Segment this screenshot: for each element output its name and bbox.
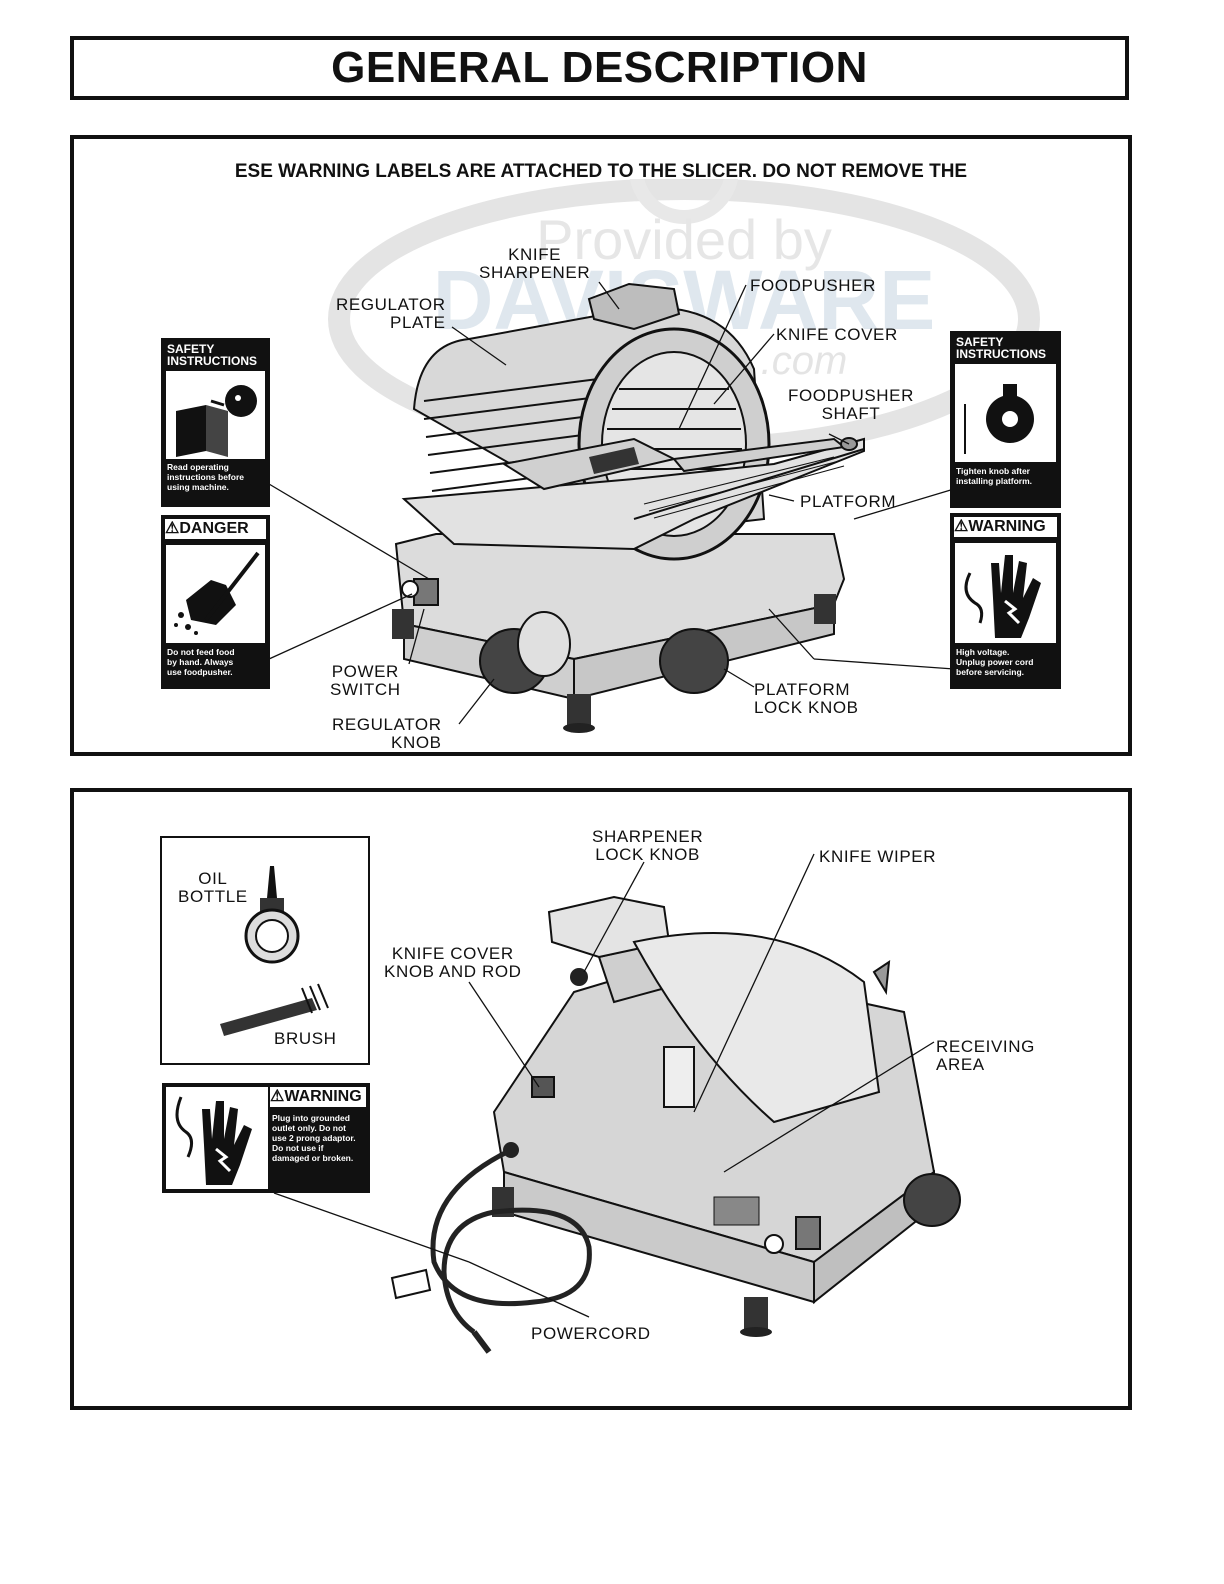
watermark-line3: .com — [761, 339, 848, 383]
title-box: GENERAL DESCRIPTION — [70, 36, 1129, 100]
book-reading-icon — [166, 371, 265, 459]
danger-heading-text: DANGER — [179, 520, 249, 537]
warning-plug-heading-text: WARNING — [284, 1088, 362, 1105]
label-power-switch: POWER SWITCH — [330, 662, 401, 699]
slicer-rear-illustration — [273, 853, 961, 1354]
sign-heading: ⚠WARNING — [270, 1087, 366, 1107]
label-regulator-plate: REGULATOR PLATE — [336, 295, 446, 332]
sign-warning-plug: ⚠WARNING Plug into grounded outlet only.… — [162, 1083, 370, 1193]
sign-heading: ⚠WARNING — [954, 517, 1057, 537]
sign-text: Tighten knob after installing platform. — [956, 466, 1033, 486]
high-voltage-hand-icon — [166, 1087, 268, 1189]
sign-safety-instructions-right: SAFETY INSTRUCTIONS Tighten knob after i… — [950, 331, 1061, 508]
warning-heading-text: WARNING — [968, 518, 1046, 535]
warning-banner: ESE WARNING LABELS ARE ATTACHED TO THE S… — [234, 161, 968, 182]
label-knife-cover-knob-and-rod: KNIFE COVER KNOB AND ROD — [384, 944, 522, 981]
accessories-box: OIL BOTTLE BRUSH — [160, 836, 370, 1065]
watermark-line1: Provided by — [536, 208, 832, 271]
label-powercord: POWERCORD — [531, 1324, 651, 1343]
label-regulator-knob: REGULATOR KNOB — [332, 715, 442, 752]
label-receiving-area: RECEIVING AREA — [936, 1037, 1035, 1074]
sign-heading: ⚠DANGER — [165, 519, 266, 539]
panel-slicer-front: Provided by DAVISWARE .com ESE WARNING L… — [70, 135, 1132, 756]
sign-safety-instructions-left: SAFETY INSTRUCTIONS Read operating instr… — [161, 338, 270, 507]
high-voltage-hand-icon — [955, 543, 1056, 643]
label-knife-cover: KNIFE COVER — [776, 325, 898, 344]
label-platform: PLATFORM — [800, 492, 897, 511]
label-platform-lock-knob: PLATFORM LOCK KNOB — [754, 680, 859, 717]
knob-tighten-icon — [955, 364, 1056, 462]
sign-heading: SAFETY INSTRUCTIONS — [956, 335, 1046, 361]
sign-heading: SAFETY INSTRUCTIONS — [167, 342, 257, 368]
sign-danger: ⚠DANGER Do not feed food by hand. Always… — [161, 515, 270, 689]
panel-slicer-rear: OIL BOTTLE BRUSH ⚠WARNING Plug into grou… — [70, 788, 1132, 1410]
sign-text: High voltage. Unplug power cord before s… — [956, 647, 1034, 677]
label-foodpusher: FOODPUSHER — [750, 276, 876, 295]
hand-blade-icon — [166, 545, 265, 643]
page-title: GENERAL DESCRIPTION — [331, 43, 868, 92]
sign-text: Read operating instructions before using… — [167, 462, 244, 492]
slicer-front-illustration — [268, 281, 955, 733]
sign-warning-right: ⚠WARNING High voltage. Unplug power cord… — [950, 513, 1061, 689]
label-knife-sharpener: KNIFE SHARPENER — [479, 245, 591, 282]
label-sharpener-lock-knob: SHARPENER LOCK KNOB — [592, 827, 704, 864]
accessories-illustration — [220, 866, 329, 1036]
sign-text: Plug into grounded outlet only. Do not u… — [272, 1113, 356, 1163]
label-foodpusher-shaft: FOODPUSHER SHAFT — [788, 386, 914, 423]
label-oil-bottle: OIL BOTTLE — [178, 869, 248, 906]
sign-text: Do not feed food by hand. Always use foo… — [167, 647, 235, 677]
label-knife-wiper: KNIFE WIPER — [819, 847, 937, 866]
label-brush: BRUSH — [274, 1029, 337, 1048]
